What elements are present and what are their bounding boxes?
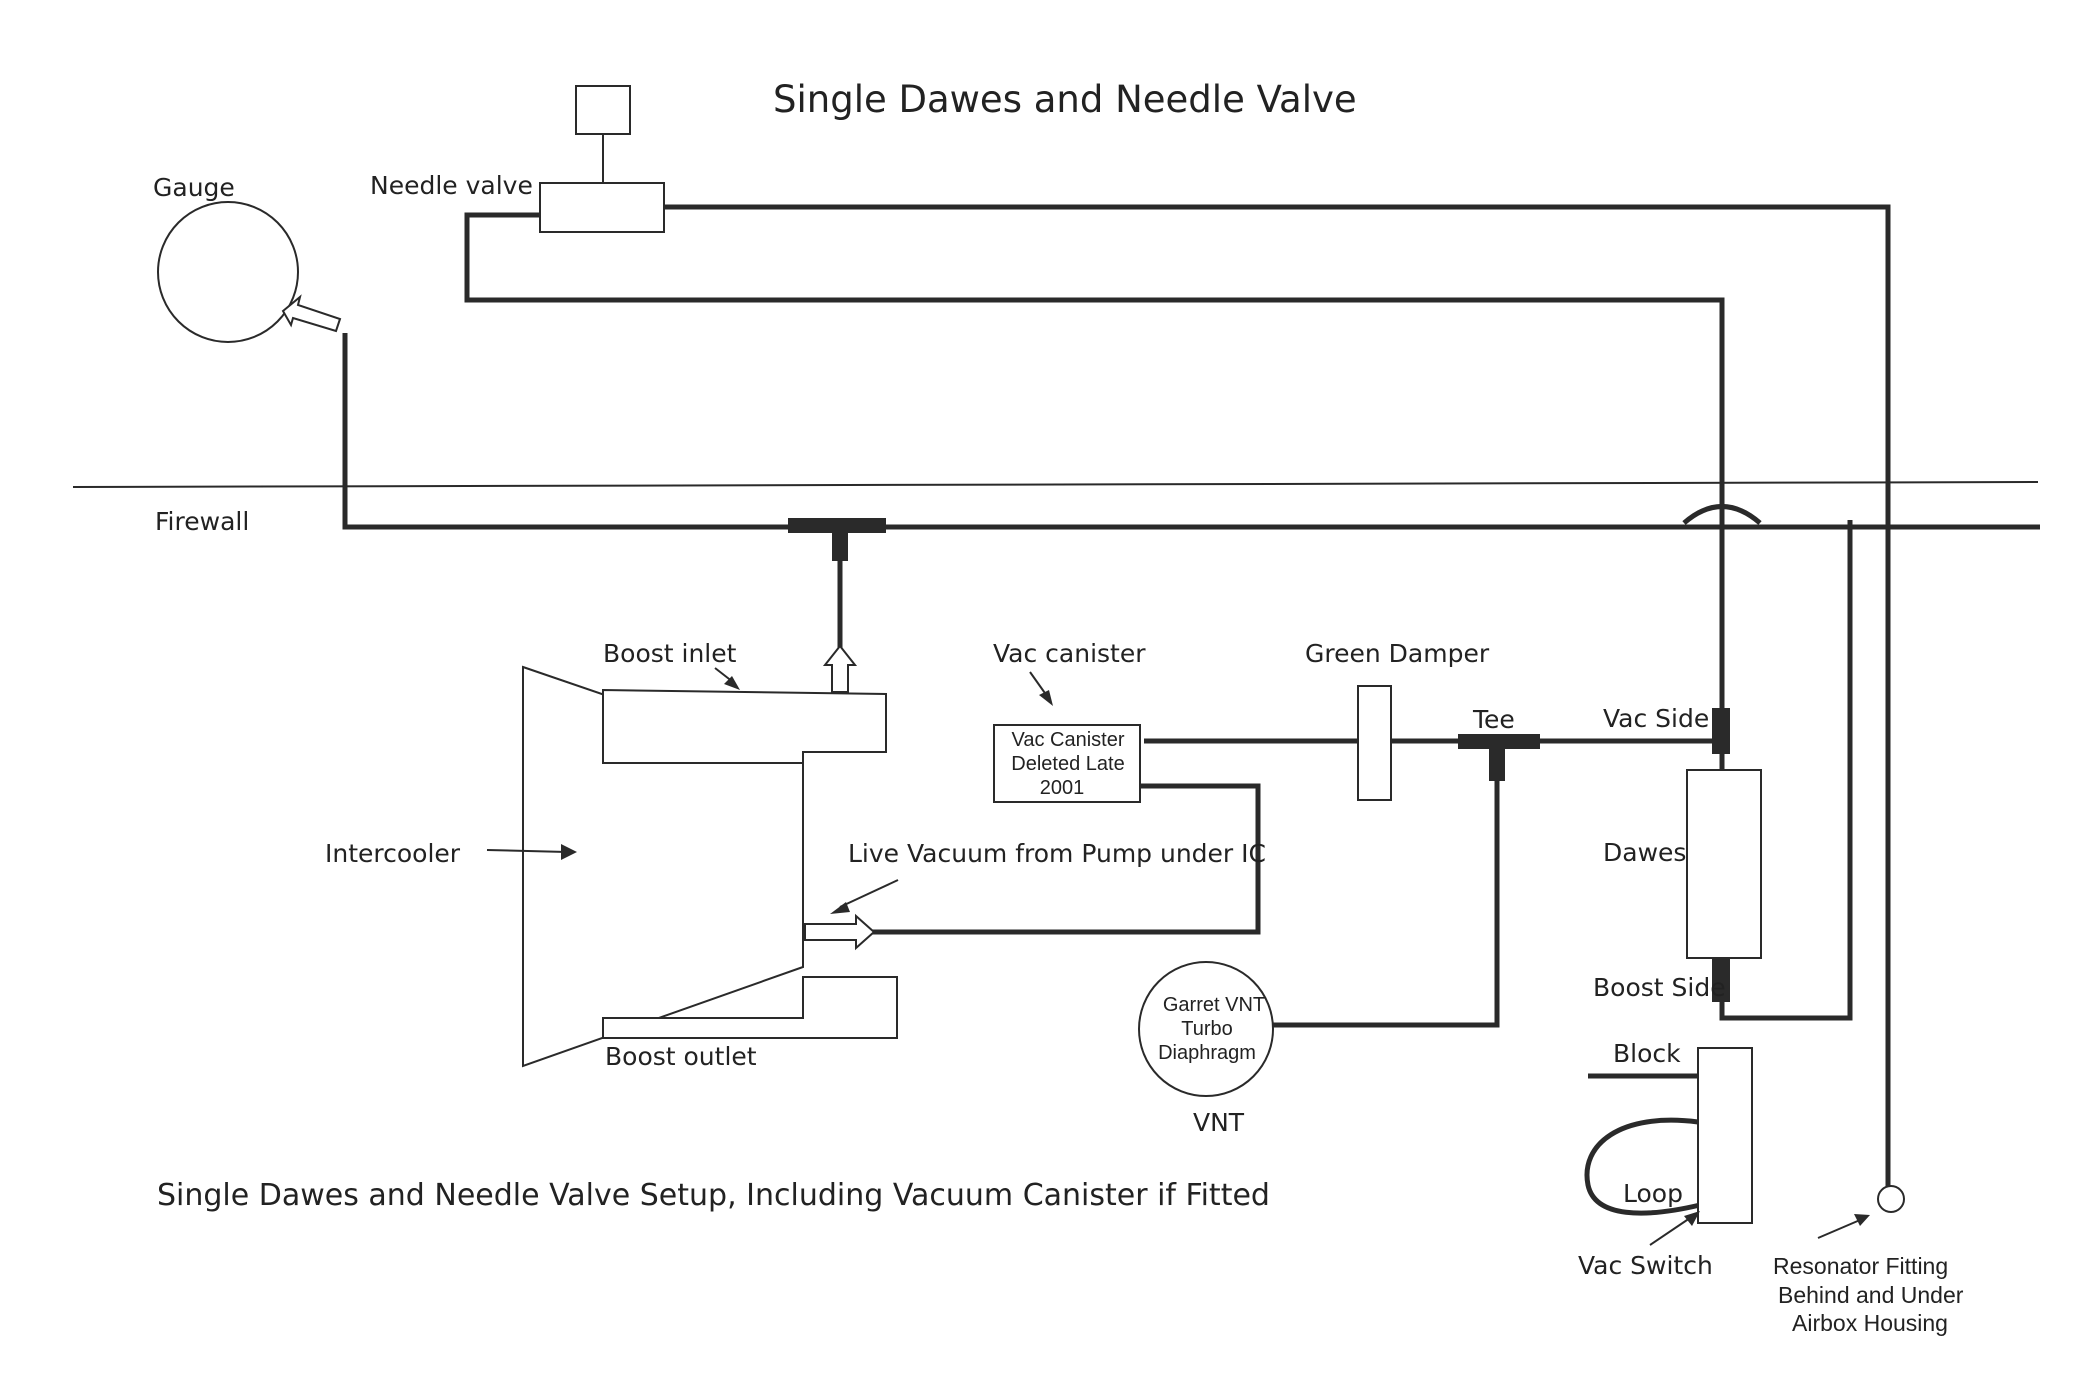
tee-stem xyxy=(1489,741,1505,781)
vac-switch-arrow-icon xyxy=(1684,1211,1700,1226)
boost-side-fitting xyxy=(1712,958,1730,1002)
vac-canister-box-line-2: Deleted Late xyxy=(1011,753,1124,775)
intercooler-arrow-icon xyxy=(561,844,577,860)
boost-inlet-port-arrow-icon xyxy=(822,644,858,693)
needle-valve-label: Needle valve xyxy=(370,171,533,200)
resonator-label-line-2: Behind and Under xyxy=(1778,1282,1964,1308)
resonator-fitting xyxy=(1877,1185,1905,1213)
vac-canister-box xyxy=(993,724,1141,803)
vnt-diaphragm-line-2: Turbo xyxy=(1181,1018,1233,1040)
vnt-label: VNT xyxy=(1193,1108,1245,1137)
intercooler-label: Intercooler xyxy=(325,839,461,868)
live-vacuum-port-arrow-icon xyxy=(804,913,876,951)
live-vacuum-arrow-icon xyxy=(830,902,850,914)
vac-switch xyxy=(1697,1047,1753,1224)
resonator-label-line-3: Airbox Housing xyxy=(1792,1310,1948,1336)
live-vacuum-hose xyxy=(872,783,1261,935)
boost-outlet-label: Boost outlet xyxy=(605,1042,757,1071)
intercooler-pointer xyxy=(486,849,568,853)
live-vacuum-pointer xyxy=(839,879,899,908)
resonator-arrow-icon xyxy=(1854,1214,1870,1226)
gauge-label: Gauge xyxy=(153,173,235,202)
vnt-diaphragm-line-3: Diaphragm xyxy=(1158,1042,1256,1064)
resonator-label-line-1: Resonator Fitting xyxy=(1773,1253,1948,1279)
gauge-port-arrow-icon xyxy=(281,294,342,333)
vac-canister-arrow-icon xyxy=(1039,690,1053,706)
green-damper-label: Green Damper xyxy=(1305,639,1490,668)
vnt-diaphragm-line-1: Garret VNT xyxy=(1163,994,1265,1016)
vac-canister-box-line-3: 2001 xyxy=(1040,777,1085,799)
green-damper xyxy=(1357,685,1392,801)
vnt-diaphragm-hose xyxy=(1273,741,1500,1028)
boost-outlet-tank xyxy=(602,976,898,1039)
vac-side-label: Vac Side xyxy=(1603,704,1709,733)
vac-switch-label: Vac Switch xyxy=(1578,1251,1713,1280)
firewall-line xyxy=(72,481,2039,488)
diagram-title: Single Dawes and Needle Valve xyxy=(773,78,1357,121)
boost-inlet-label: Boost inlet xyxy=(603,639,737,668)
gauge xyxy=(157,201,299,343)
firewall-label: Firewall xyxy=(155,507,249,536)
vac-switch-pointer xyxy=(1649,1217,1691,1246)
boost-inlet-arrow-icon xyxy=(724,676,740,690)
vac-canister-box-line-1: Vac Canister xyxy=(1011,729,1124,751)
loop-hose xyxy=(1584,1117,1701,1216)
resonator-pointer xyxy=(1817,1219,1861,1239)
needle-valve-knob xyxy=(575,85,631,135)
needle-valve-body xyxy=(539,182,665,233)
boost-side-label: Boost Side xyxy=(1593,973,1726,1002)
dawes-label: Dawes xyxy=(1603,838,1686,867)
gauge-tee-stem xyxy=(832,525,848,561)
vac-side-fitting xyxy=(1712,708,1730,754)
tee-label: Tee xyxy=(1472,705,1515,734)
block-label: Block xyxy=(1613,1039,1681,1068)
gauge-hose xyxy=(342,333,2040,530)
vnt-turbo-diaphragm xyxy=(1138,961,1274,1097)
live-vacuum-label: Live Vacuum from Pump under IC xyxy=(848,839,1266,868)
hose-crossover-bridge xyxy=(1682,504,1762,525)
vac-canister-label: Vac canister xyxy=(993,639,1146,668)
vac-canister-pointer xyxy=(1029,671,1048,697)
needle-valve-to-dawes-hose-upper xyxy=(464,212,1725,523)
diagram-caption: Single Dawes and Needle Valve Setup, Inc… xyxy=(157,1178,1270,1213)
loop-label: Loop xyxy=(1623,1179,1683,1208)
dawes-valve xyxy=(1686,769,1762,959)
boost-inlet-tank xyxy=(602,688,887,764)
needle-valve-to-resonator-hose xyxy=(664,204,1891,1192)
